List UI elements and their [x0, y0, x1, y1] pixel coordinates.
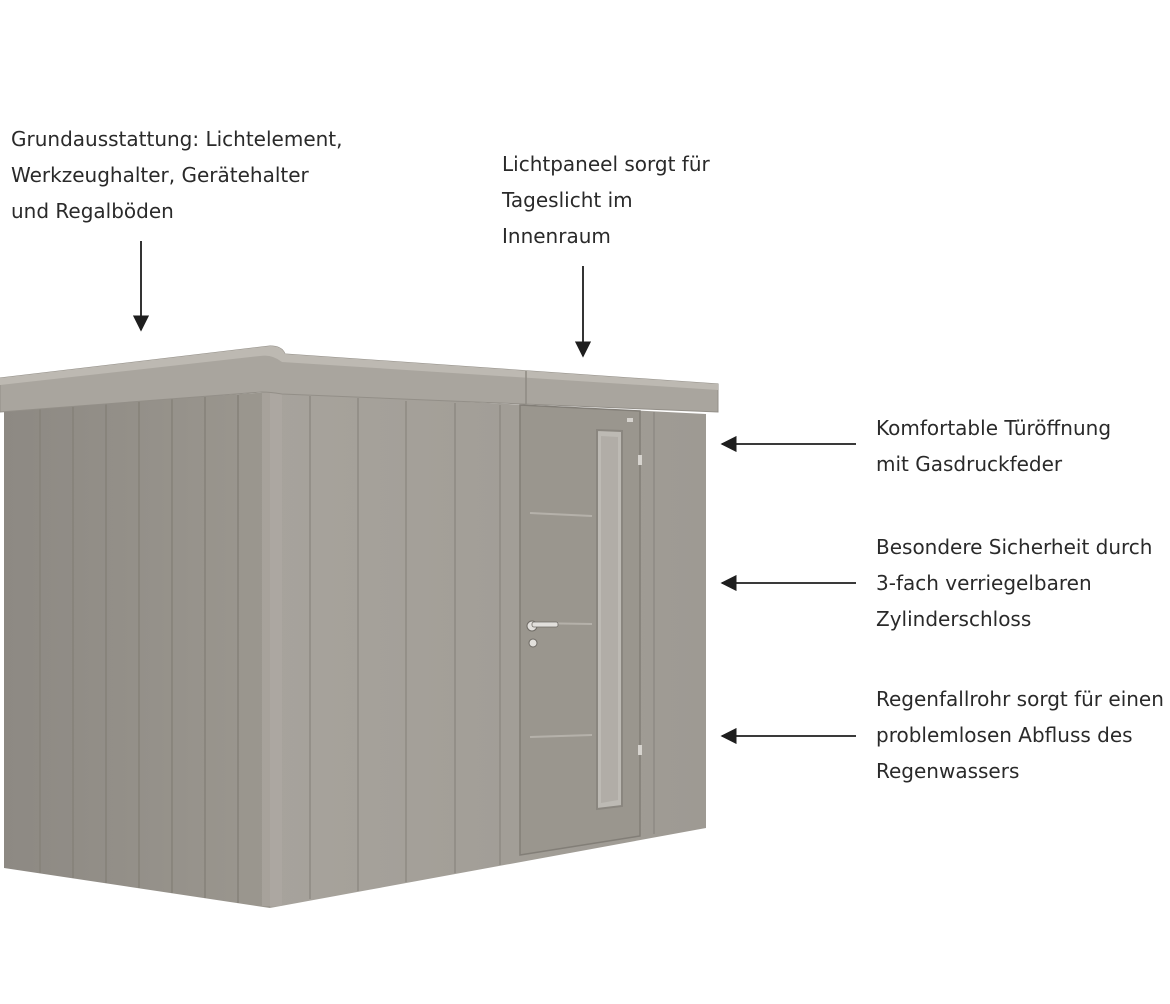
callout-line: Grundausstattung: Lichtelement,	[11, 127, 343, 151]
callout-rain-downpipe: Regenfallrohr sorgt für einen problemlos…	[876, 681, 1164, 789]
callout-line: Zylinderschloss	[876, 607, 1032, 631]
callout-door-opening: Komfortable Türöffnung mit Gasdruckfeder	[876, 410, 1111, 482]
callout-line: problemlosen Abfluss des	[876, 723, 1133, 747]
callout-line: Regenfallrohr sorgt für einen	[876, 687, 1164, 711]
callout-line: Regenwassers	[876, 759, 1020, 783]
callout-light-panel: Lichtpaneel sorgt für Tageslicht im Inne…	[502, 146, 710, 254]
callout-line: Tageslicht im	[502, 188, 633, 212]
callout-line: und Regalböden	[11, 199, 174, 223]
callout-line: 3-fach verriegelbaren	[876, 571, 1092, 595]
callout-security-lock: Besondere Sicherheit durch 3-fach verrie…	[876, 529, 1152, 637]
shed-corner	[262, 392, 282, 906]
callout-line: Werkzeughalter, Gerätehalter	[11, 163, 309, 187]
callout-basic-equipment: Grundausstattung: Lichtelement, Werkzeug…	[11, 121, 343, 229]
callout-line: Komfortable Türöffnung	[876, 416, 1112, 440]
door-handle-icon	[526, 620, 559, 648]
callout-line: mit Gasdruckfeder	[876, 452, 1063, 476]
shed-door	[519, 404, 642, 856]
garden-shed	[0, 345, 719, 908]
side-wall-grooves	[39, 395, 239, 903]
callout-line: Innenraum	[502, 224, 611, 248]
callout-arrows	[132, 241, 856, 745]
callout-line: Lichtpaneel sorgt für	[502, 152, 710, 176]
shed-side-wall	[4, 392, 270, 908]
callout-line: Besondere Sicherheit durch	[876, 535, 1153, 559]
front-wall-grooves	[309, 396, 655, 899]
